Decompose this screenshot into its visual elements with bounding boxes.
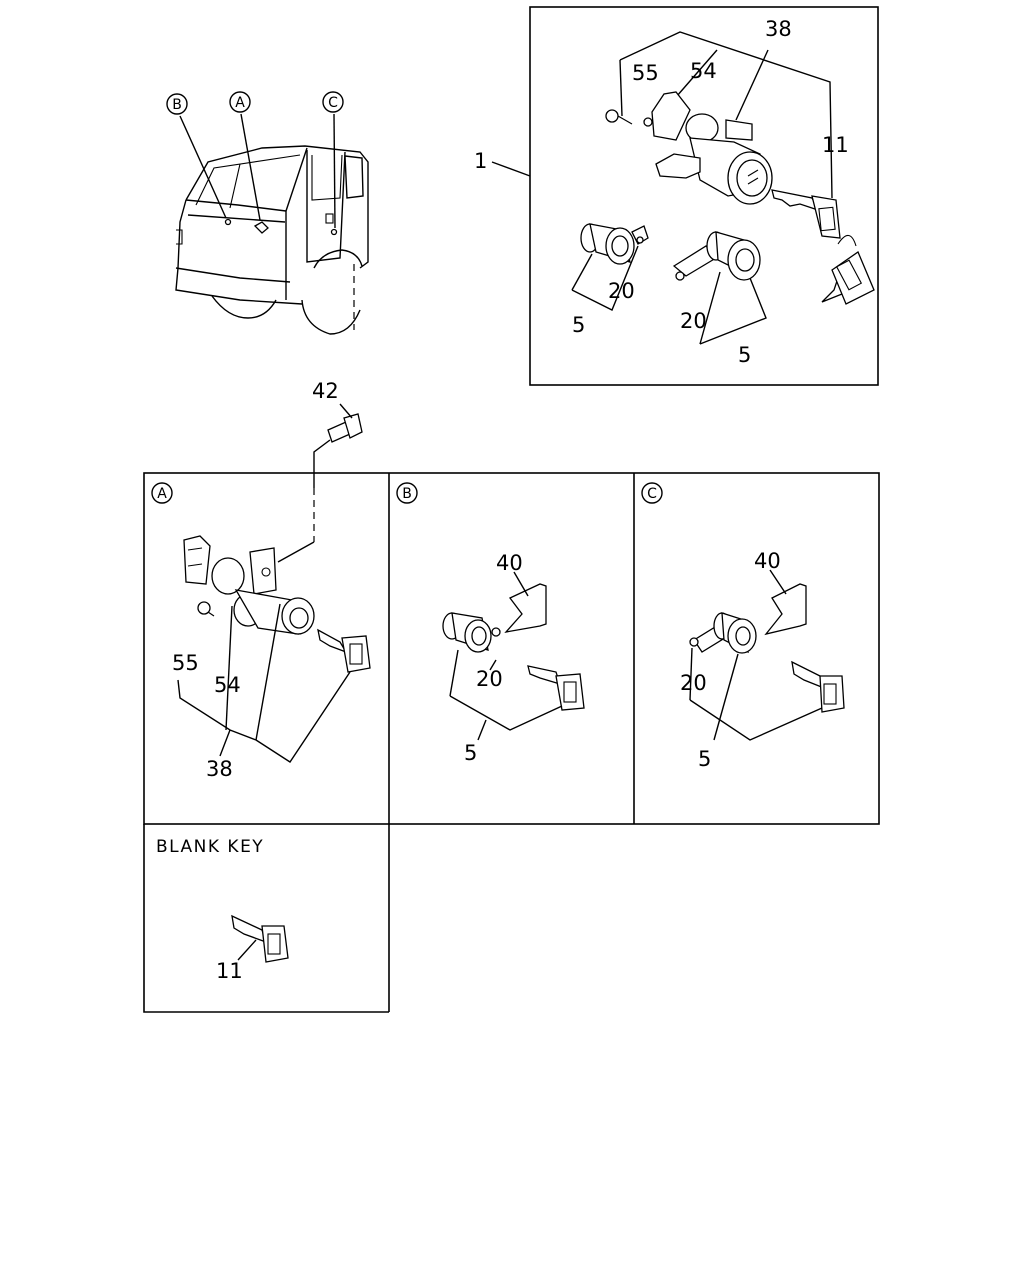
label-20-top-right: 20	[680, 309, 707, 333]
callout-b-text: B	[172, 97, 182, 113]
label-1: 1	[474, 149, 487, 173]
panel-b: B 40 20 5	[396, 482, 585, 765]
label-20-b: 20	[476, 667, 503, 691]
label-55-a: 55	[172, 651, 199, 675]
panel-blank-key: BLANK KEY 11	[156, 837, 289, 983]
label-11-blank: 11	[216, 959, 243, 983]
label-38-a: 38	[206, 757, 233, 781]
label-54-top: 54	[690, 59, 717, 83]
ignition-lock-assembly	[605, 91, 773, 205]
panel-a-tag: A	[157, 486, 167, 502]
label-5-b: 5	[464, 741, 477, 765]
panel-c-tag: C	[647, 486, 657, 502]
panel-b-tag: B	[402, 486, 412, 502]
blank-key-title: BLANK KEY	[156, 837, 264, 857]
label-54-a: 54	[214, 673, 241, 697]
label-42: 42	[312, 379, 339, 403]
label-11-top: 11	[822, 133, 849, 157]
door-lock-cylinder-right: 20 5	[672, 231, 767, 367]
label-40-b: 40	[496, 551, 523, 575]
truck-cab-illustration: B A C	[166, 91, 369, 335]
door-lock-cylinder-left: 20 5	[571, 223, 649, 337]
label-20-top-left: 20	[608, 279, 635, 303]
callout-c-text: C	[328, 95, 338, 111]
bolt-42: 42	[277, 379, 363, 563]
key-pair	[771, 189, 875, 305]
label-55-top: 55	[632, 61, 659, 85]
callout-a-text: A	[235, 95, 245, 111]
label-5-top-right: 5	[738, 343, 751, 367]
label-5-c: 5	[698, 747, 711, 771]
panel-grid	[143, 472, 880, 1013]
lock-kit-box: 1 55 54 38 11	[474, 6, 879, 386]
label-20-c: 20	[680, 671, 707, 695]
label-40-c: 40	[754, 549, 781, 573]
panel-c: C 40 20 5	[641, 482, 845, 771]
label-38-top: 38	[765, 17, 792, 41]
label-5-top-left: 5	[572, 313, 585, 337]
panel-a: A 55 54 38	[151, 482, 371, 781]
